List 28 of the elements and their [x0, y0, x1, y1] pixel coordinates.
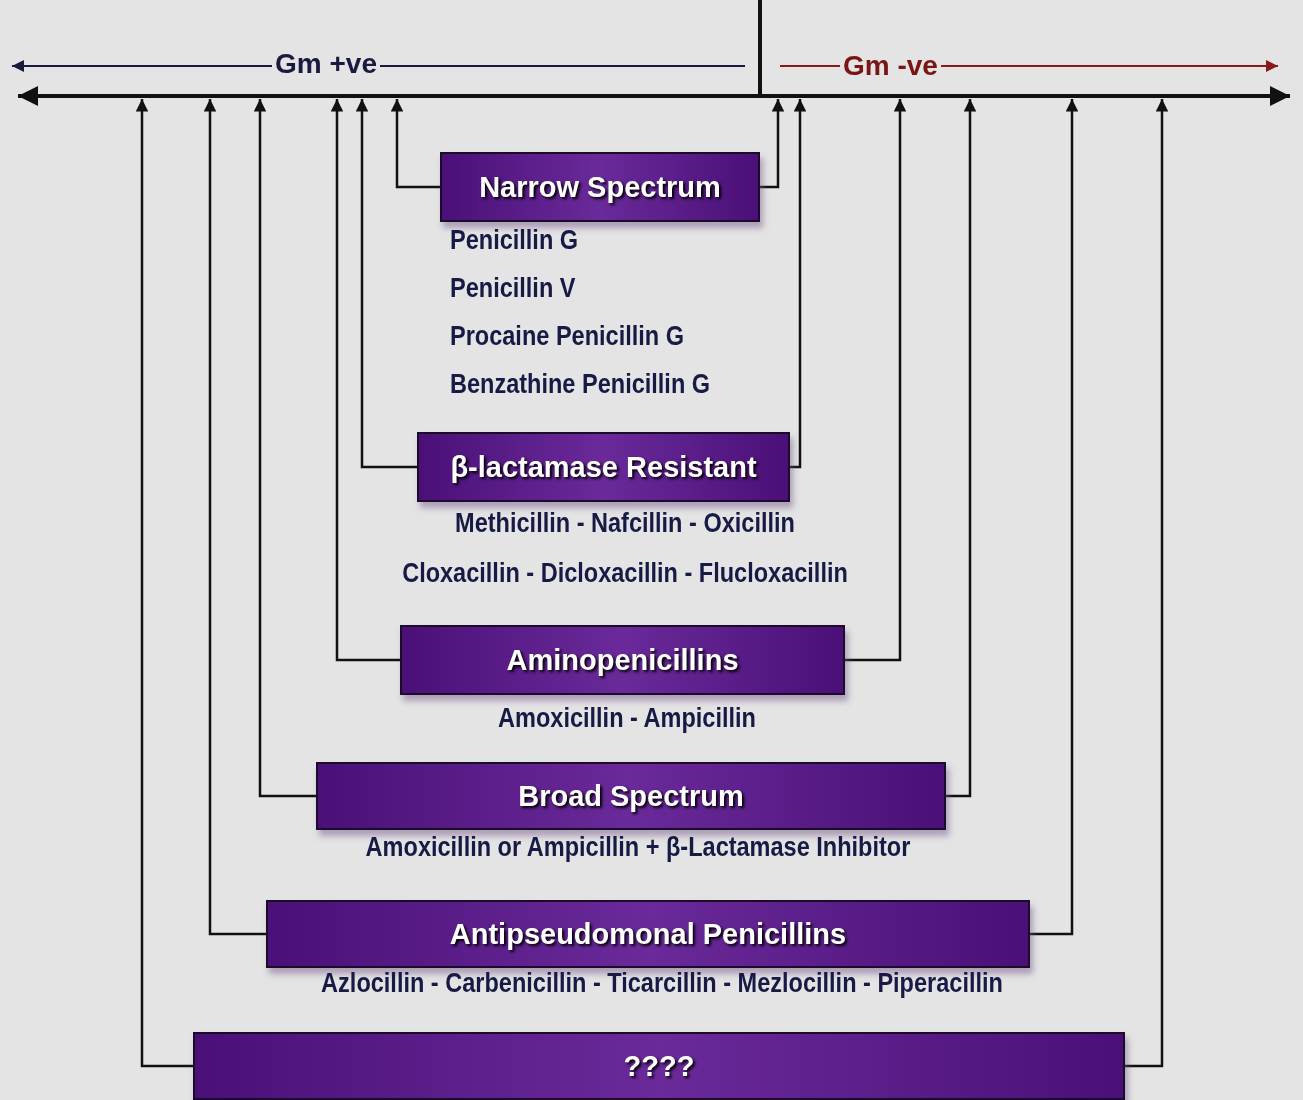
class-box: Narrow Spectrum: [440, 152, 760, 222]
arrow: [1125, 99, 1169, 1068]
arrow: [946, 99, 977, 798]
class-box: Broad Spectrum: [316, 762, 946, 830]
arrow: [330, 99, 400, 662]
class-box: ????: [193, 1032, 1125, 1100]
arrow: [390, 99, 440, 189]
arrow: [1030, 99, 1079, 936]
arrow: [760, 99, 785, 189]
drug-names: Procaine Penicillin G: [450, 319, 684, 353]
arrow: [135, 99, 193, 1068]
drug-names: Penicillin G: [450, 223, 579, 257]
drug-names: Azlocillin - Carbenicillin - Ticarcillin - Mezlocillin - Piperacillin: [320, 966, 1004, 1000]
class-box: Aminopenicillins: [400, 625, 845, 695]
spectrum-axis: [18, 86, 1290, 106]
drug-names: Cloxacillin - Dicloxacillin - Flucloxacillin: [401, 556, 849, 590]
arrow: [790, 99, 807, 469]
class-box: Antipseudomonal Penicillins: [266, 900, 1030, 968]
arrow: [253, 99, 316, 798]
drug-names: Amoxicillin - Ampicillin: [497, 701, 757, 735]
drug-names: Amoxicillin or Ampicillin + β-Lactamase Inhibitor: [364, 830, 912, 864]
drug-names: Methicillin - Nafcillin - Oxicillin: [454, 506, 796, 540]
drug-names: Penicillin V: [450, 271, 576, 305]
arrow: [845, 99, 907, 662]
drug-names: Benzathine Penicillin G: [450, 367, 711, 401]
arrow: [355, 99, 417, 469]
class-box: β-lactamase Resistant: [417, 432, 790, 502]
arrow: [203, 99, 266, 936]
